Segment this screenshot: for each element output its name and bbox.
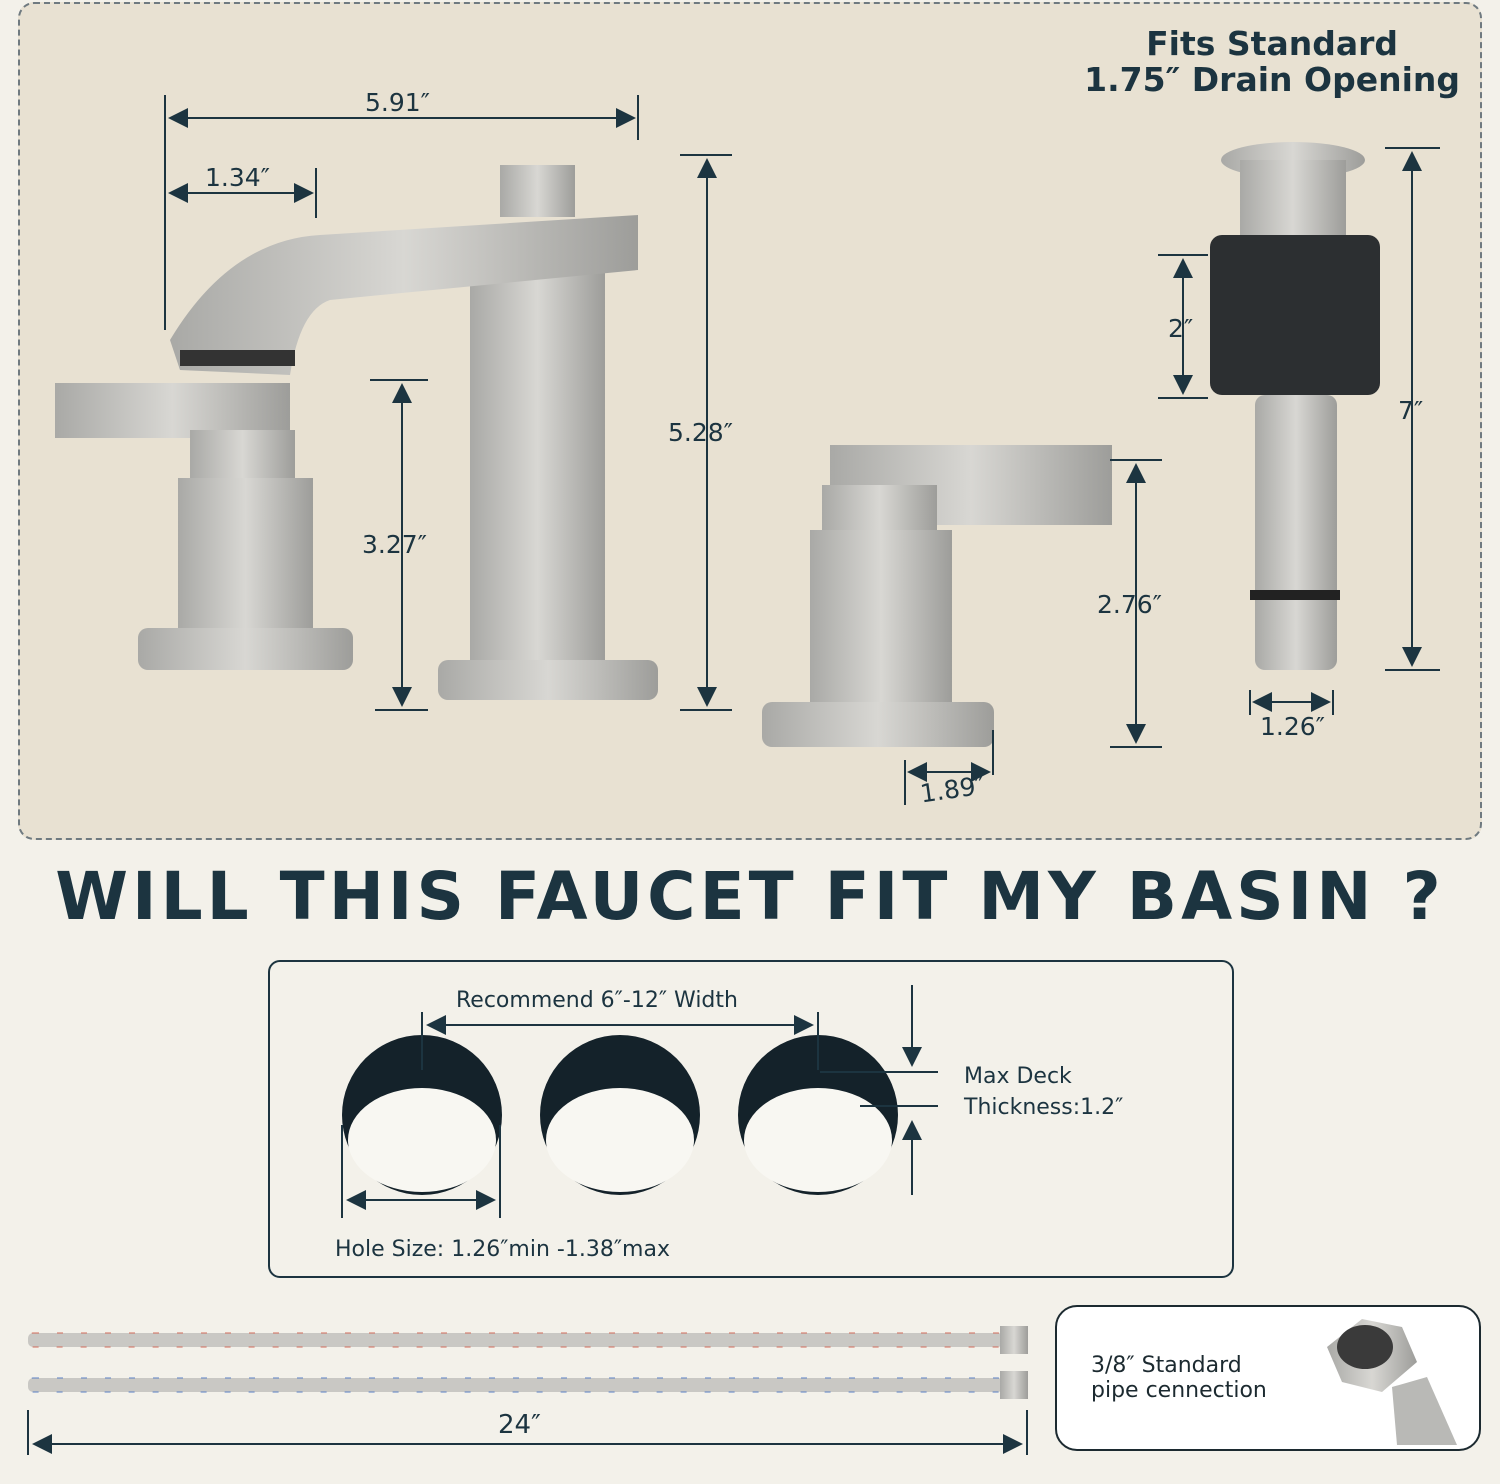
hole-size-label: Hole Size: 1.26″min -1.38″max	[335, 1237, 670, 1262]
dim-drain-diameter: 1.26″	[1260, 712, 1326, 741]
dim-faucet-height: 5.28″	[668, 418, 734, 447]
drain-assembly	[1210, 142, 1380, 670]
hose-fitting-image	[1327, 1319, 1457, 1445]
deck-label-line1: Max Deck	[964, 1064, 1072, 1089]
faucet-spout	[170, 165, 658, 700]
hot-hose	[27, 1326, 1028, 1354]
hose-length-line	[27, 1410, 1028, 1455]
deck-label-line2: Thickness:1.2″	[964, 1095, 1124, 1120]
drain-note-line2: 1.75″ Drain Opening	[1084, 60, 1460, 99]
dimension-lines	[164, 95, 1440, 805]
pipe-connection-box: 3/8″ Standard pipe cennection	[1055, 1305, 1481, 1451]
basin-panel	[268, 960, 1234, 1278]
hole-center	[540, 1035, 700, 1195]
hoses	[27, 1326, 1028, 1399]
hole-left	[342, 1035, 502, 1195]
dim-drain-height: 7″	[1398, 396, 1424, 425]
basin-holes	[342, 1035, 898, 1195]
deck-thickness-label: Max Deck Thickness:1.2″	[964, 1061, 1123, 1123]
dim-spout-height: 3.27″	[362, 530, 428, 559]
hose-length-label: 24″	[498, 1410, 541, 1440]
dim-spout-reach: 5.91″	[365, 88, 431, 117]
headline: WILL THIS FAUCET FIT MY BASIN ?	[55, 858, 1445, 935]
dim-spout-tip: 1.34″	[205, 163, 271, 192]
recommended-width-label: Recommend 6″-12″ Width	[456, 988, 738, 1013]
left-handle	[55, 383, 353, 670]
connection-line1: 3/8″ Standard	[1091, 1353, 1242, 1378]
right-handle	[762, 445, 1112, 747]
cold-hose	[27, 1371, 1028, 1399]
drain-note: Fits Standard 1.75″ Drain Opening	[1084, 26, 1460, 98]
dim-handle-height: 2.76″	[1097, 590, 1163, 619]
drain-note-line1: Fits Standard	[1146, 24, 1398, 63]
dim-drain-upper: 2″	[1168, 314, 1194, 343]
basin-dimension-lines	[341, 985, 938, 1218]
hole-right	[738, 1035, 898, 1195]
connection-line2: pipe cennection	[1091, 1378, 1267, 1403]
